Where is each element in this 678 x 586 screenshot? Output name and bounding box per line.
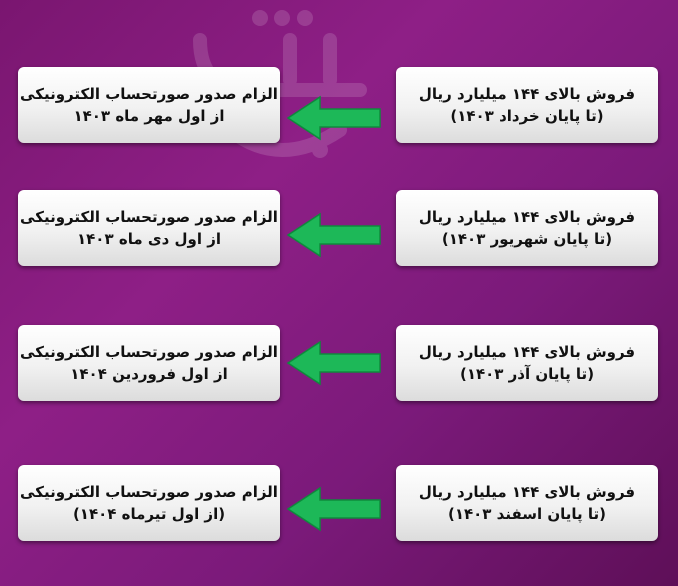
sales-deadline-text: (تا پایان شهریور ۱۴۰۳) — [441, 230, 613, 248]
e-invoice-start-date-text: از اول دی ماه ۱۴۰۳ — [77, 230, 221, 248]
sales-deadline-text: (تا پایان آذر ۱۴۰۳) — [459, 365, 595, 383]
e-invoice-requirement-box-4: الزام صدور صورتحساب الکترونیکی (از اول ت… — [18, 465, 280, 541]
sales-threshold-text: فروش بالای ۱۴۴ میلیارد ریال — [418, 343, 636, 361]
e-invoice-requirement-text: الزام صدور صورتحساب الکترونیکی — [20, 483, 278, 501]
sales-threshold-box-4: فروش بالای ۱۴۴ میلیارد ریال (تا پایان اس… — [396, 465, 658, 541]
e-invoice-requirement-box-3: الزام صدور صورتحساب الکترونیکی از اول فر… — [18, 325, 280, 401]
left-arrow-icon — [286, 212, 381, 258]
sales-threshold-box-1: فروش بالای ۱۴۴ میلیارد ریال (تا پایان خر… — [396, 67, 658, 143]
left-arrow-icon — [286, 340, 381, 386]
e-invoice-requirement-box-2: الزام صدور صورتحساب الکترونیکی از اول دی… — [18, 190, 280, 266]
sales-deadline-text: (تا پایان اسفند ۱۴۰۳) — [447, 505, 607, 523]
sales-deadline-text: (تا پایان خرداد ۱۴۰۳) — [450, 107, 604, 125]
sales-threshold-box-2: فروش بالای ۱۴۴ میلیارد ریال (تا پایان شه… — [396, 190, 658, 266]
sales-threshold-text: فروش بالای ۱۴۴ میلیارد ریال — [418, 483, 636, 501]
e-invoice-requirement-text: الزام صدور صورتحساب الکترونیکی — [20, 85, 278, 103]
sales-threshold-box-3: فروش بالای ۱۴۴ میلیارد ریال (تا پایان آذ… — [396, 325, 658, 401]
left-arrow-icon — [286, 486, 381, 532]
e-invoice-start-date-text: از اول مهر ماه ۱۴۰۳ — [73, 107, 225, 125]
e-invoice-requirement-text: الزام صدور صورتحساب الکترونیکی — [20, 208, 278, 226]
e-invoice-start-date-text: از اول فروردین ۱۴۰۴ — [70, 365, 228, 383]
sales-threshold-text: فروش بالای ۱۴۴ میلیارد ریال — [418, 85, 636, 103]
e-invoice-start-date-text: (از اول تیرماه ۱۴۰۴) — [72, 505, 226, 523]
left-arrow-icon — [286, 95, 381, 141]
sales-threshold-text: فروش بالای ۱۴۴ میلیارد ریال — [418, 208, 636, 226]
e-invoice-requirement-text: الزام صدور صورتحساب الکترونیکی — [20, 343, 278, 361]
e-invoice-requirement-box-1: الزام صدور صورتحساب الکترونیکی از اول مه… — [18, 67, 280, 143]
